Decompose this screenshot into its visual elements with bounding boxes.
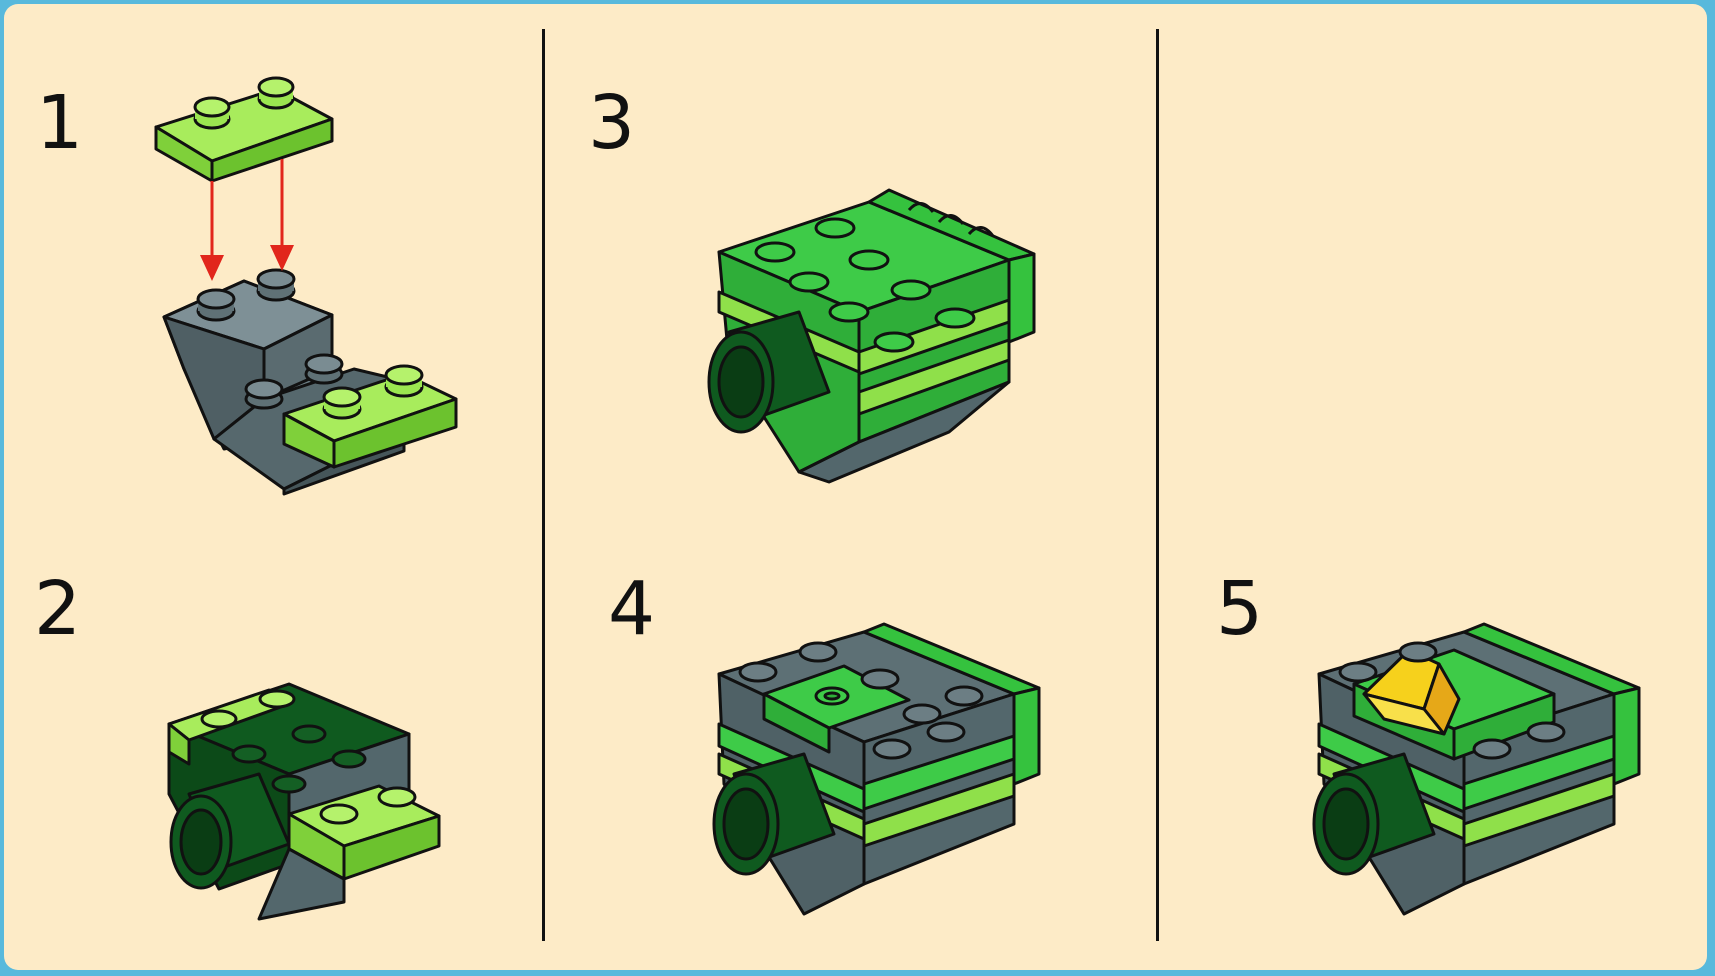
step-5-illustration [1294, 624, 1684, 944]
step-2-illustration [139, 664, 479, 944]
step-4-illustration [694, 624, 1074, 944]
gray-base-piece [164, 270, 404, 494]
step-number-2: 2 [34, 572, 81, 646]
column-divider-left [542, 29, 545, 941]
step-number-3: 3 [588, 86, 635, 160]
step-number-4: 4 [608, 572, 655, 646]
step-number-1: 1 [36, 86, 83, 160]
instruction-panel: 1 2 3 4 5 [4, 4, 1707, 970]
lime-plate-falling [156, 78, 332, 181]
column-divider-right [1156, 29, 1159, 941]
step-3-illustration [689, 182, 1069, 502]
step-number-5: 5 [1216, 572, 1263, 646]
step-1-illustration [154, 69, 474, 509]
